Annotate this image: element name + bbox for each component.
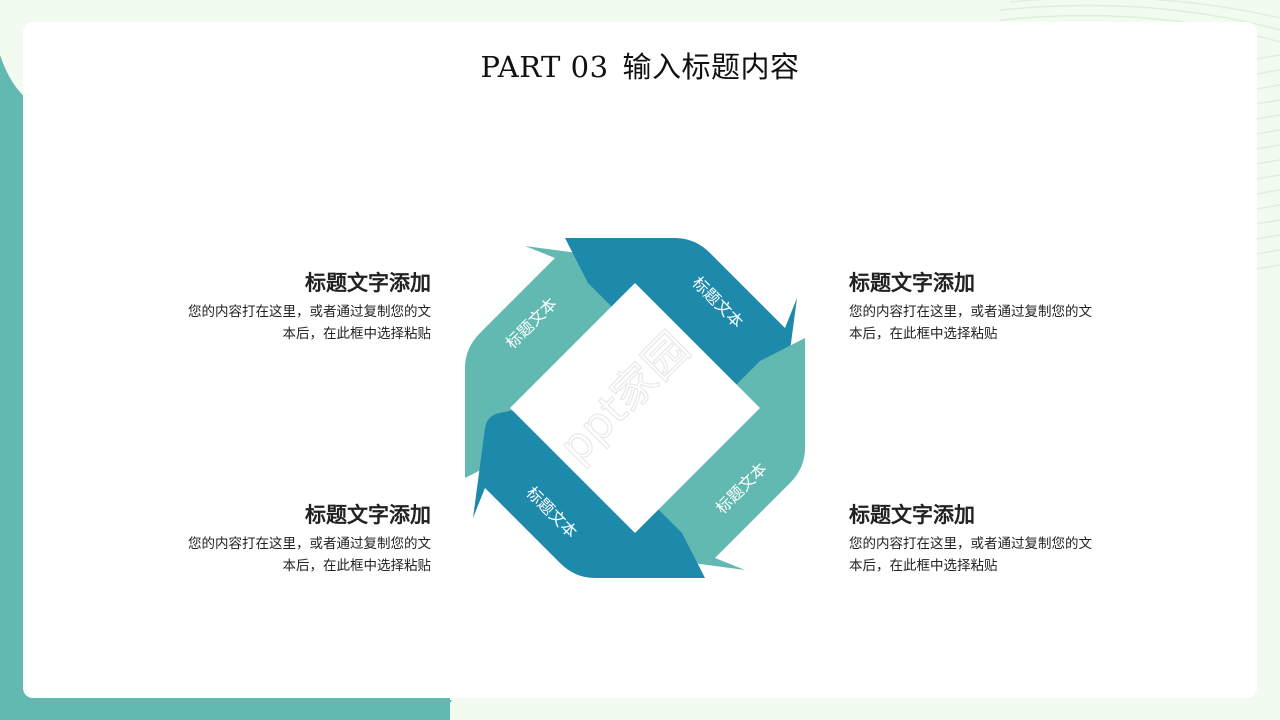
text-block-top-right: 标题文字添加 您的内容打在这里，或者通过复制您的文本后，在此框中选择粘贴 [849, 269, 1149, 345]
block-body: 您的内容打在这里，或者通过复制您的文本后，在此框中选择粘贴 [849, 304, 1092, 342]
block-body: 您的内容打在这里，或者通过复制您的文本后，在此框中选择粘贴 [849, 536, 1092, 574]
block-heading: 标题文字添加 [849, 503, 975, 527]
text-block-bottom-right: 标题文字添加 您的内容打在这里，或者通过复制您的文本后，在此框中选择粘贴 [849, 501, 1149, 577]
block-heading: 标题文字添加 [305, 271, 431, 295]
center-diamond [510, 283, 760, 533]
page-title: PART 03 输入标题内容 [0, 44, 1280, 86]
block-body: 您的内容打在这里，或者通过复制您的文本后，在此框中选择粘贴 [188, 304, 431, 342]
title-text: 输入标题内容 [622, 50, 800, 84]
part-number: PART 03 [480, 50, 609, 84]
text-block-bottom-left: 标题文字添加 您的内容打在这里，或者通过复制您的文本后，在此框中选择粘贴 [131, 501, 431, 577]
block-body: 您的内容打在这里，或者通过复制您的文本后，在此框中选择粘贴 [188, 536, 431, 574]
block-heading: 标题文字添加 [849, 271, 975, 295]
text-block-top-left: 标题文字添加 您的内容打在这里，或者通过复制您的文本后，在此框中选择粘贴 [131, 269, 431, 345]
block-heading: 标题文字添加 [305, 503, 431, 527]
